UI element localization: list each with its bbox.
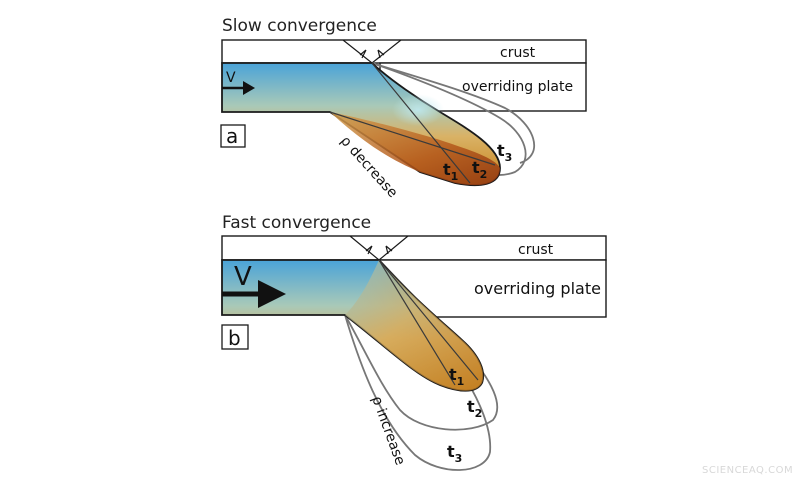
panel-a-velocity-arrow-icon	[222, 81, 255, 95]
panel-a-slab-highlight	[392, 94, 444, 126]
panel-b: Fast convergence crust overriding plate …	[221, 213, 607, 471]
panel-a: Slow convergence crust overriding plate …	[220, 16, 587, 201]
panel-b-velocity-label: V	[234, 262, 252, 292]
panel-a-crust-label: crust	[500, 45, 536, 61]
panel-a-ghost-outline-t3	[371, 62, 536, 164]
panel-a-title: Slow convergence	[222, 16, 377, 36]
panel-a-t1-label: t1	[443, 160, 458, 183]
panel-b-ghost-outline-t2	[344, 259, 499, 431]
panel-a-plate-label: overriding plate	[462, 79, 573, 95]
panel-b-guide-line	[378, 259, 479, 381]
panel-a-letter: a	[226, 124, 238, 148]
panel-b-ghost-outline-t3	[344, 314, 492, 471]
panel-b-velocity-arrow-icon	[222, 280, 286, 308]
panel-a-velocity-label: V	[226, 70, 236, 86]
panel-a-letter-box	[220, 124, 246, 148]
panel-b-letter-box	[221, 324, 249, 350]
panel-b-t1-label: t1	[449, 365, 464, 388]
panel-b-density-label: ρ increase	[368, 394, 408, 467]
panel-b-t2-label: t2	[467, 397, 482, 420]
panel-b-title: Fast convergence	[222, 213, 371, 233]
panel-b-plate-label: overriding plate	[474, 279, 601, 298]
panel-b-t3-label: t3	[447, 442, 462, 465]
panel-a-guide-line	[371, 62, 471, 184]
panel-b-crust-label: crust	[518, 242, 554, 258]
panel-a-t2-label: t2	[472, 158, 487, 181]
panel-b-slab-tip	[345, 260, 484, 391]
panel-b-letter: b	[228, 326, 241, 350]
panel-a-t3-label: t3	[497, 141, 512, 164]
panel-b-guide-line	[378, 259, 456, 386]
watermark: SCIENCEAQ.COM	[702, 465, 793, 476]
panel-a-guide-line	[329, 111, 496, 166]
